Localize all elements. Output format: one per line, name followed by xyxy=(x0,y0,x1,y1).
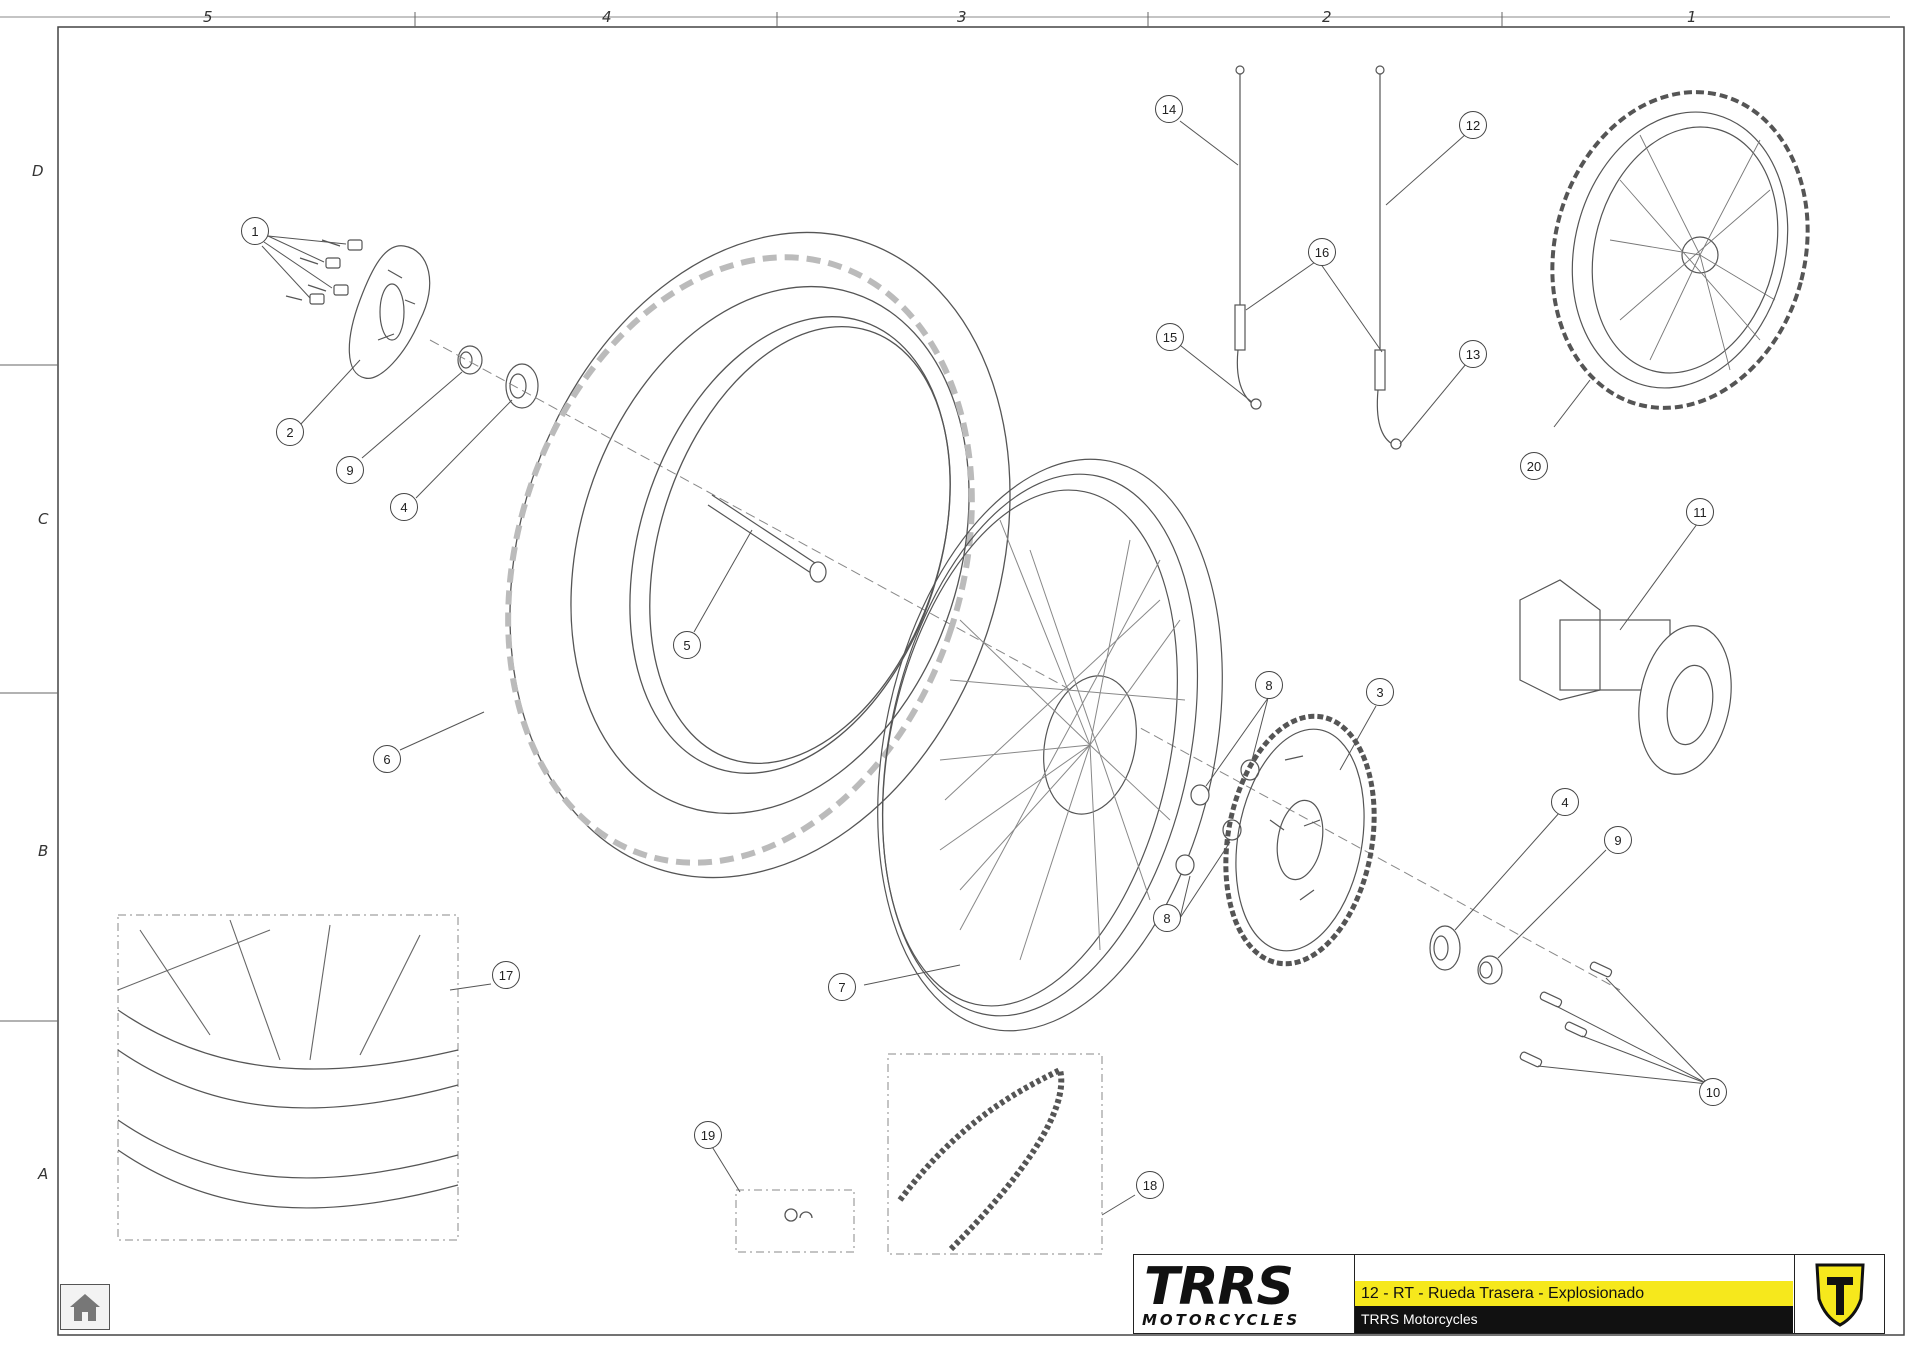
sprocket-bolts xyxy=(1519,961,1613,1068)
callout-20[interactable]: 20 xyxy=(1520,452,1548,480)
callout-10[interactable]: 10 xyxy=(1699,1078,1727,1106)
callout-12[interactable]: 12 xyxy=(1459,111,1487,139)
grid-column-label: 5 xyxy=(203,8,213,26)
grid-column-label: 1 xyxy=(1687,8,1697,26)
callout-9[interactable]: 9 xyxy=(1604,826,1632,854)
sheet-frame xyxy=(57,26,1905,1336)
left-spacer-bearing xyxy=(457,345,539,409)
title-block: TRRS MOTORCYCLES 12 - RT - Rueda Trasera… xyxy=(1133,1254,1885,1334)
callout-13[interactable]: 13 xyxy=(1459,340,1487,368)
callout-14[interactable]: 14 xyxy=(1155,95,1183,123)
home-button[interactable] xyxy=(60,1284,110,1330)
callout-16[interactable]: 16 xyxy=(1308,238,1336,266)
rear-hub xyxy=(1519,579,1732,775)
trrs-shield-icon xyxy=(1794,1255,1885,1333)
callout-18[interactable]: 18 xyxy=(1136,1171,1164,1199)
grid-row-label: B xyxy=(38,842,49,860)
callout-4[interactable]: 4 xyxy=(390,493,418,521)
detail-chain xyxy=(887,1053,1103,1255)
axle-centerline xyxy=(429,339,1621,991)
brand-logo: TRRS MOTORCYCLES xyxy=(1134,1255,1355,1333)
rear-sprocket xyxy=(1223,713,1377,967)
home-icon xyxy=(70,1294,100,1321)
callout-11[interactable]: 11 xyxy=(1686,498,1714,526)
rear-tire xyxy=(505,231,1011,879)
callout-3[interactable]: 3 xyxy=(1366,678,1394,706)
right-spacer-bearing xyxy=(1429,925,1503,985)
callout-8[interactable]: 8 xyxy=(1255,671,1283,699)
callout-17[interactable]: 17 xyxy=(492,961,520,989)
drawing-title: 12 - RT - Rueda Trasera - Explosionado xyxy=(1355,1281,1793,1306)
inner-tube-valve xyxy=(707,494,827,583)
grid-column-label: 2 xyxy=(1322,8,1332,26)
spoked-rim xyxy=(877,458,1223,1032)
grid-column-label: 4 xyxy=(602,8,612,26)
brand-name: TRRS xyxy=(1144,1257,1294,1317)
callout-6[interactable]: 6 xyxy=(373,745,401,773)
callout-8[interactable]: 8 xyxy=(1153,904,1181,932)
grid-row-label: C xyxy=(38,510,49,528)
sprocket-nuts xyxy=(1175,759,1260,876)
assembled-wheel xyxy=(1550,90,1810,410)
callout-9[interactable]: 9 xyxy=(336,456,364,484)
callout-4[interactable]: 4 xyxy=(1551,788,1579,816)
disc-bolts xyxy=(285,239,363,305)
callout-2[interactable]: 2 xyxy=(276,418,304,446)
callout-15[interactable]: 15 xyxy=(1156,323,1184,351)
callout-5[interactable]: 5 xyxy=(673,631,701,659)
callout-19[interactable]: 19 xyxy=(694,1121,722,1149)
grid-row-label: D xyxy=(32,162,44,180)
callout-7[interactable]: 7 xyxy=(828,973,856,1001)
detail-rim-closeup xyxy=(117,914,459,1241)
grid-row-label: A xyxy=(38,1165,49,1183)
callout-1[interactable]: 1 xyxy=(241,217,269,245)
spoke-parts xyxy=(1234,65,1402,450)
leader-lines xyxy=(261,120,1709,1216)
grid-column-label: 3 xyxy=(957,8,967,26)
brand-subtitle: MOTORCYCLES xyxy=(1142,1311,1301,1329)
company-name: TRRS Motorcycles xyxy=(1355,1306,1793,1333)
detail-master-link xyxy=(735,1189,855,1253)
brake-disc xyxy=(348,245,431,379)
